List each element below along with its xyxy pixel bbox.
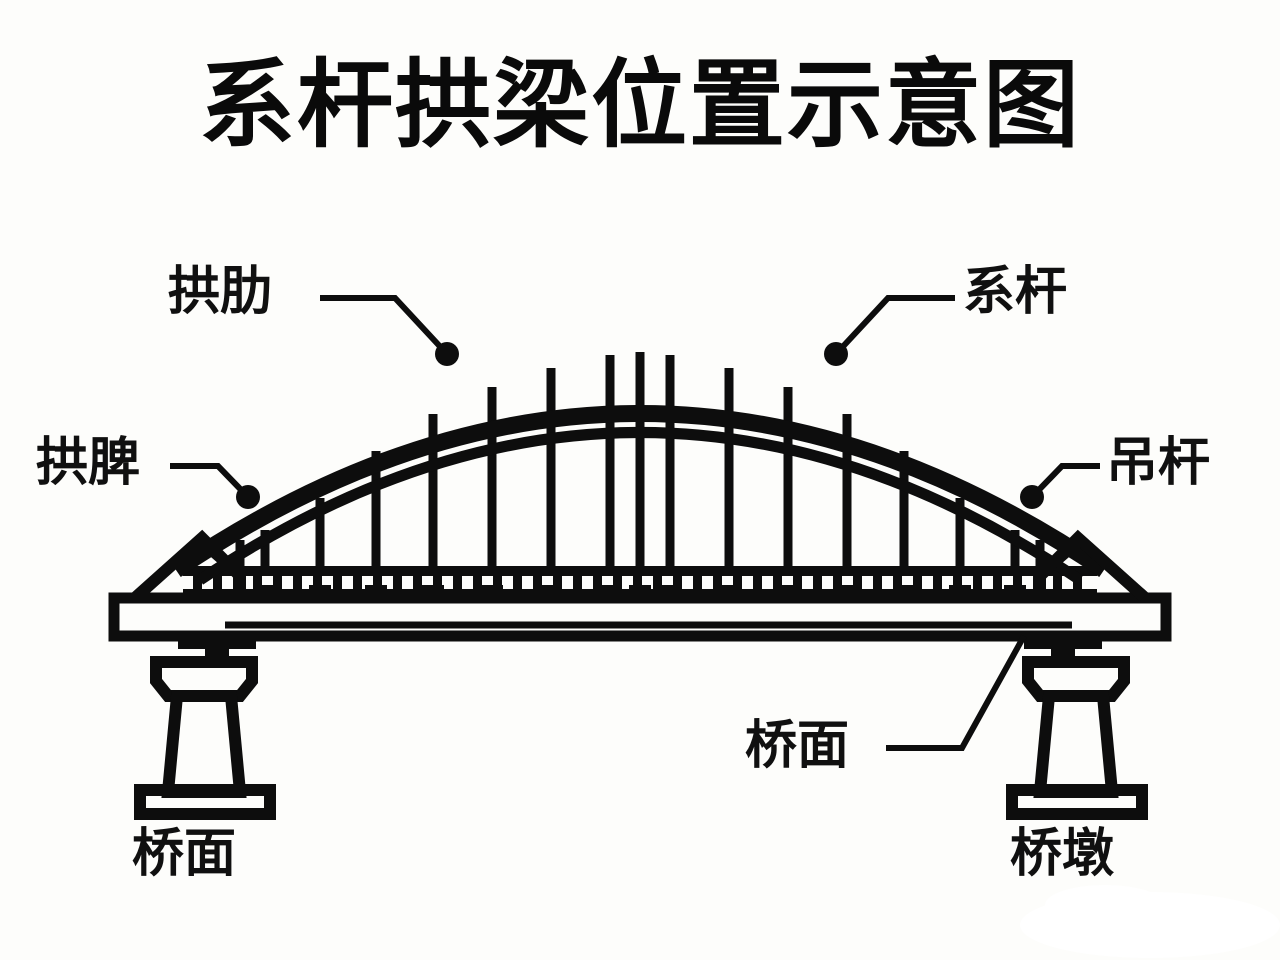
label-deck-left: 桥面 xyxy=(132,824,237,884)
pier-left xyxy=(134,636,276,820)
callout-dot-tie-bar xyxy=(824,342,848,366)
balustrade-posts xyxy=(193,576,1082,590)
arch-rib-outer xyxy=(171,405,1109,578)
pier-right-footing xyxy=(1006,784,1148,820)
arch-rib xyxy=(171,405,1109,585)
page-title: 系杆拱梁位置示意图 xyxy=(199,49,1081,161)
callouts xyxy=(170,295,1100,751)
pier-left-shaft xyxy=(161,690,247,798)
hanger-foot-plates xyxy=(254,585,1026,592)
balustrade xyxy=(183,566,1097,590)
pier-right-shaft xyxy=(1033,690,1119,798)
label-deck-middle: 桥面 xyxy=(745,716,850,776)
pier-left-bearing xyxy=(178,636,256,649)
label-pier-right: 桥墩 xyxy=(1010,824,1115,884)
deck-slab xyxy=(108,592,1172,642)
callout-dot-hanger xyxy=(1020,485,1044,509)
pier-right xyxy=(1006,636,1148,820)
label-tie-bar: 系杆 xyxy=(963,262,1068,322)
deck-stringer-beam xyxy=(183,589,1097,600)
arch-rib-inner xyxy=(196,427,1084,585)
callout-dot-arch-rib xyxy=(435,342,459,366)
haunch-right xyxy=(1034,529,1148,602)
haunch-left xyxy=(132,529,246,602)
label-hanger: 吊杆 xyxy=(1106,433,1211,493)
leader-hanger xyxy=(1029,463,1100,500)
pier-left-cap xyxy=(150,656,258,702)
deck-assembly xyxy=(108,589,1172,642)
pier-right-bearing xyxy=(1024,636,1102,649)
balustrade-top-rail xyxy=(183,566,1097,576)
leader-haunch xyxy=(170,463,251,500)
label-arch-rib: 拱肋 xyxy=(168,262,273,322)
leader-arch-rib xyxy=(320,295,450,357)
pier-left-footing xyxy=(134,784,276,820)
leader-deck-mid xyxy=(886,634,1027,751)
pier-right-cap xyxy=(1022,656,1130,702)
paper-smudge xyxy=(1020,885,1280,958)
leader-tie-bar xyxy=(833,295,955,357)
label-haunch: 拱脾 xyxy=(36,433,141,493)
callout-dot-haunch xyxy=(236,485,260,509)
